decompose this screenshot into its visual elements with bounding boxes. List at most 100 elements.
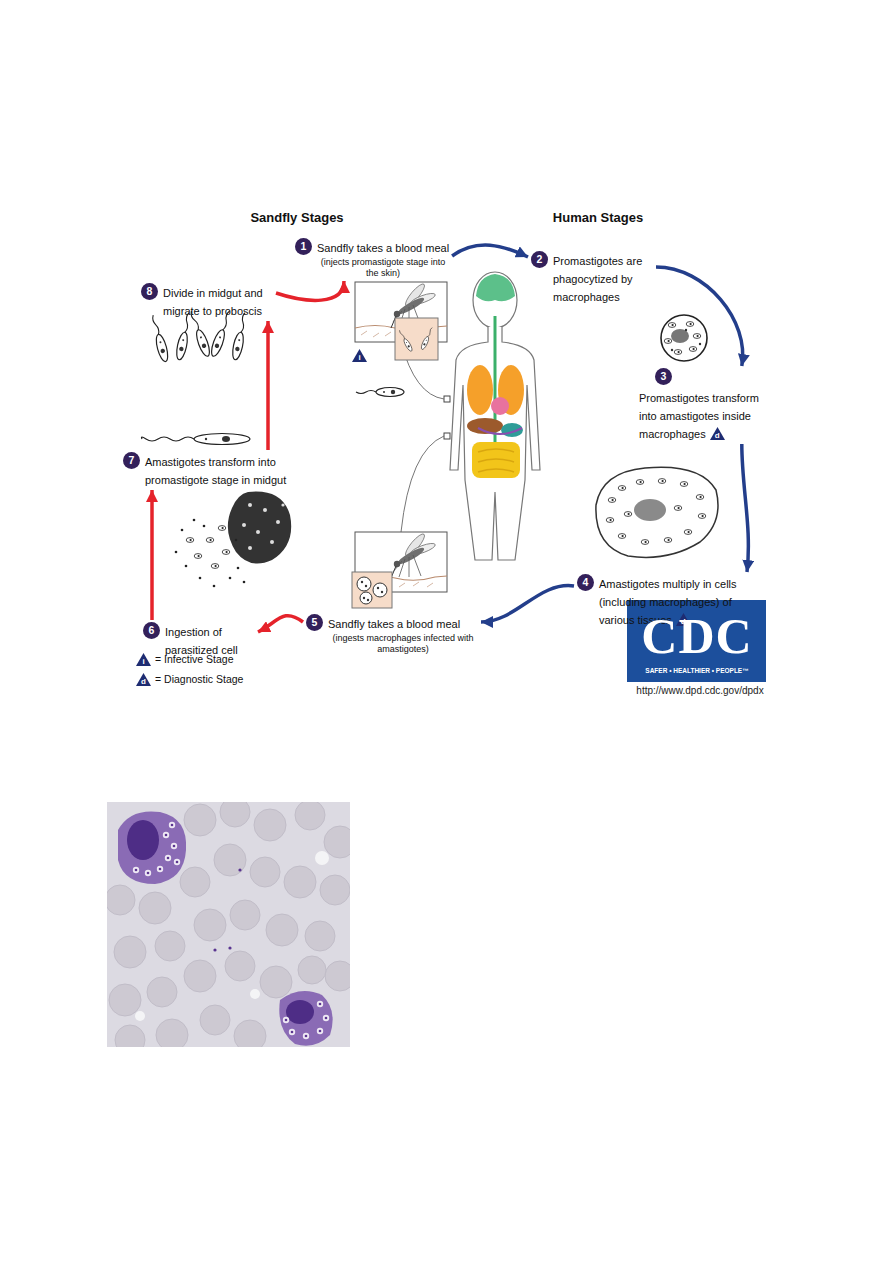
badge-letter: d [710, 431, 725, 440]
cycle-arrow [742, 444, 749, 572]
ruptured-cell-picture [228, 491, 291, 563]
micrograph [127, 820, 159, 860]
human-body [401, 436, 444, 532]
badge-letter: i [136, 657, 151, 666]
step-text: Promastigotes are phagocytized by macrop… [553, 251, 653, 305]
step-label: Divide in midgut and migrate to probosci… [163, 287, 263, 317]
micrograph [107, 802, 350, 1047]
sandfly-feeding-picture [352, 532, 447, 608]
micrograph [174, 859, 180, 865]
ruptured-cell-picture [243, 581, 246, 584]
macrophage-picture [689, 347, 697, 352]
ruptured-cell-picture [222, 550, 230, 555]
sandfly-bite-picture [398, 329, 414, 352]
micrograph [298, 956, 326, 984]
infected-cell-picture [684, 530, 692, 535]
human-body [444, 433, 450, 439]
ruptured-cell-picture [181, 529, 184, 532]
sandfly-feeding-picture [357, 577, 371, 591]
micrograph [260, 966, 292, 998]
ruptured-cell-picture [276, 520, 280, 524]
micrograph [173, 845, 176, 848]
promastigote-picture [142, 437, 195, 441]
cycle-arrow [266, 321, 270, 450]
legend-row: d= Diagnostic Stage [136, 672, 243, 686]
callout-number: 3 [655, 368, 672, 385]
ruptured-cell-picture [270, 540, 274, 544]
step-label: Promastigotes are phagocytized by macrop… [553, 255, 642, 303]
ruptured-cell-picture [186, 538, 194, 543]
micrograph [171, 824, 174, 827]
stage-badge: i [136, 653, 151, 666]
callout-number: 8 [141, 283, 158, 300]
macrophage-picture [668, 323, 676, 328]
infected-cell-picture [618, 534, 626, 539]
micrograph [228, 946, 231, 949]
ruptured-cell-picture [263, 508, 267, 512]
badge-letter: d [136, 677, 151, 686]
ruptured-cell-picture [237, 567, 240, 570]
source-url: http://www.dpd.cdc.gov/dpdx [636, 685, 763, 697]
micrograph [114, 936, 146, 968]
step-line: Sandfly takes a blood meal [317, 238, 449, 256]
cycle-arrow [452, 245, 528, 257]
cycle-arrow [656, 267, 743, 366]
promastigote-picture [194, 434, 250, 445]
micrograph [284, 866, 316, 898]
step-note: (ingests macrophages infected with amast… [328, 633, 478, 655]
micrograph [135, 824, 242, 952]
callout-number: 4 [577, 574, 594, 591]
stage-step: 1Sandfly takes a blood meal(injects prom… [292, 236, 452, 281]
sandfly-feeding-picture [360, 592, 372, 604]
micrograph [324, 826, 350, 858]
ruptured-cell-picture [194, 554, 202, 559]
micrograph [283, 1017, 289, 1023]
macrophage-picture [699, 343, 701, 345]
cycle-arrow [276, 281, 344, 300]
dividing-promastigotes-picture [231, 312, 250, 361]
ruptured-cell-picture [193, 519, 196, 522]
micrograph [317, 1028, 323, 1034]
ruptured-cell-picture [235, 539, 238, 542]
step-text: Sandfly takes a blood meal(injects proma… [317, 238, 449, 279]
dividing-promastigotes-picture [175, 312, 194, 361]
section-heading: Human Stages [553, 210, 643, 226]
micrograph [194, 909, 226, 941]
stage-step: 7Amastigotes transform into promastigote… [120, 450, 308, 490]
logo [627, 600, 766, 682]
micrograph [234, 1020, 266, 1047]
micrograph [250, 857, 280, 887]
micrograph [135, 1011, 145, 1021]
micrograph [165, 834, 168, 837]
macrophage-picture [661, 315, 707, 361]
micrograph [266, 914, 298, 946]
step-label: Sandfly takes a blood meal [317, 242, 449, 254]
ruptured-cell-picture [175, 551, 178, 554]
step-text: Promastigotes transform into amastigotes… [639, 388, 774, 442]
ruptured-cell-picture [199, 577, 202, 580]
cycle-arrow [150, 490, 154, 620]
sandfly-feeding-picture [365, 585, 367, 587]
micrograph [295, 802, 325, 830]
legend: i= Infective Staged= Diagnostic Stage [136, 652, 243, 692]
micrograph [289, 1029, 295, 1035]
stage-step: 8 Divide in midgut and migrate to probosc… [138, 281, 276, 321]
ruptured-cell-picture [218, 526, 226, 531]
dividing-promastigotes-picture [149, 310, 250, 363]
ruptured-cell-picture [281, 503, 284, 506]
stage-badge: d [710, 427, 725, 440]
micrograph [133, 822, 180, 876]
logo-tagline: SAFER • HEALTHIER • PEOPLE™ [645, 667, 748, 675]
micrograph [171, 843, 177, 849]
step-line: Divide in midgut and migrate to probosci… [163, 283, 273, 319]
micrograph [184, 960, 216, 992]
micrograph [323, 1015, 329, 1021]
infected-cell-picture [618, 486, 626, 491]
human-body [467, 365, 493, 415]
micrograph [286, 1000, 314, 1024]
micrograph [325, 961, 350, 991]
macrophage-picture [671, 329, 689, 343]
stage-badge: d [136, 673, 151, 686]
infected-cell-picture [641, 540, 649, 545]
micrograph [320, 875, 350, 905]
